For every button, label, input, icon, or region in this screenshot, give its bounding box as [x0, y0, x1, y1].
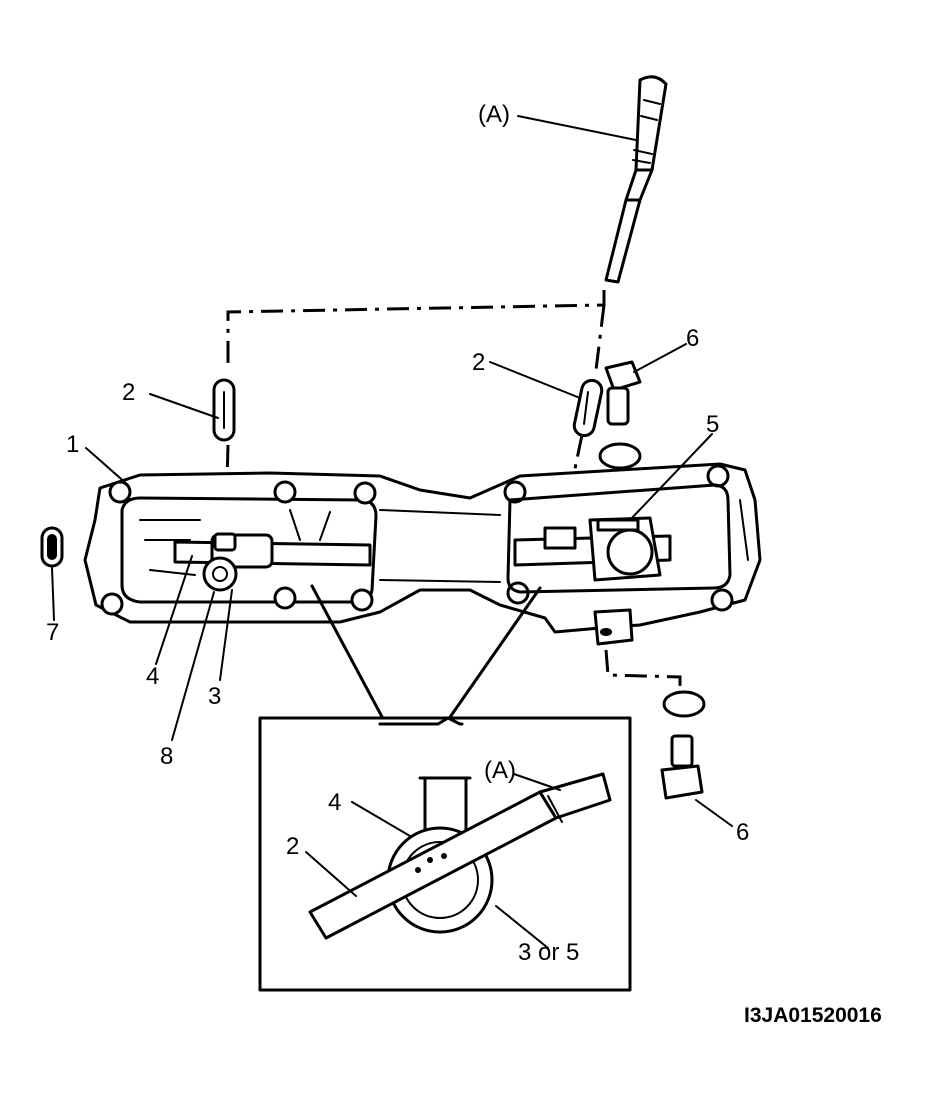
label-part-7: 7 [46, 619, 59, 646]
roll-pin-right [572, 378, 604, 438]
roll-pin-left [212, 378, 236, 442]
inset-label-part-4: 4 [328, 789, 341, 816]
label-part-2-left: 2 [122, 379, 135, 406]
label-part-5: 5 [706, 411, 719, 438]
inset-detail [258, 716, 632, 992]
plug-bottom [660, 690, 706, 800]
inset-label-tool-a: (A) [484, 757, 516, 784]
label-part-3: 3 [208, 683, 221, 710]
pin-punch-tool [604, 75, 668, 284]
gear-shift-case [83, 462, 762, 646]
label-part-8: 8 [160, 743, 173, 770]
label-part-4: 4 [146, 663, 159, 690]
label-part-6-bottom: 6 [736, 819, 749, 846]
plug-top [598, 360, 642, 470]
figure-code: I3JA01520016 [744, 1004, 882, 1027]
inset-callout-lines [310, 584, 542, 730]
leader-lines [51, 115, 733, 949]
label-part-6-top: 6 [686, 325, 699, 352]
inset-label-part-3-or-5: 3 or 5 [518, 939, 579, 966]
label-part-2-right: 2 [472, 349, 485, 376]
inset-label-part-2: 2 [286, 833, 299, 860]
plug-7 [40, 526, 64, 568]
label-part-1: 1 [66, 431, 79, 458]
label-tool-a: (A) [478, 101, 510, 128]
